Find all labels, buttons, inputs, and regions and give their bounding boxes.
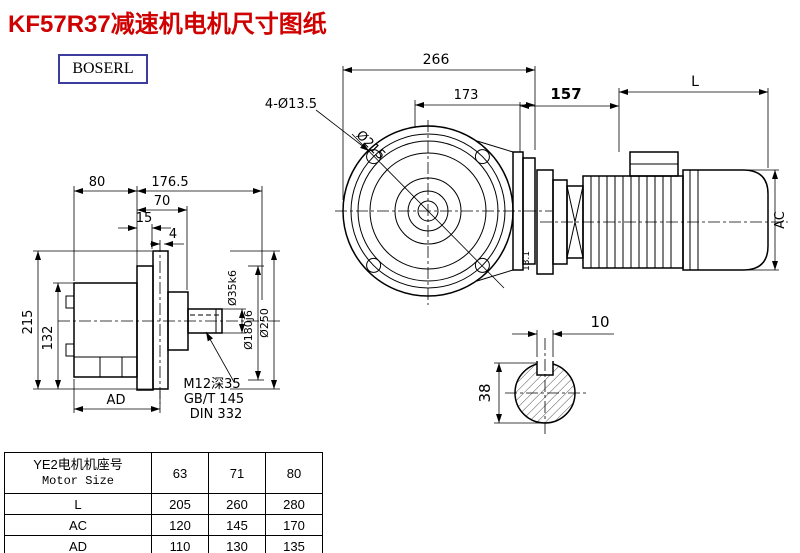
dim-label-157: 157 [550, 85, 581, 103]
dim-label-4: 4 [169, 227, 177, 242]
table-row-AC: AC 120 145 170 [4, 514, 323, 536]
dim-label-AC: AC [773, 211, 788, 229]
side-view-drawing: 80 176.5 70 15 4 215 132 [21, 175, 282, 422]
bolt-hole [474, 257, 490, 273]
dim-label-132: 132 [41, 326, 56, 351]
dim-label-70: 70 [154, 194, 171, 209]
table-header-row: YE2电机机座号 Motor Size 63 71 80 [4, 452, 323, 494]
dim-label-shaft-dia: Ø35k6 [226, 270, 239, 306]
motor-size-table: YE2电机机座号 Motor Size 63 71 80 L 205 260 2… [4, 452, 323, 553]
dim-label-15: 15 [136, 211, 153, 226]
cell-AD-71: 130 [208, 535, 266, 553]
shaft-section-view: 10 38 [476, 313, 614, 436]
cell-AC-80: 170 [265, 514, 323, 536]
row-label-AD: AD [4, 535, 152, 553]
cell-AC-63: 120 [151, 514, 209, 536]
fan-cover [682, 169, 769, 271]
flange-face-view: Ø215 13.1 266 173 4-Ø13.5 [265, 52, 552, 305]
cell-L-71: 260 [208, 493, 266, 515]
dim-label-266: 266 [423, 52, 450, 68]
dim-label-flange-dia: Ø250 [258, 308, 271, 338]
row-label-AC: AC [4, 514, 152, 536]
dim-label-spigot-dia: Ø180j6 [242, 310, 255, 350]
table-size-71: 71 [208, 452, 266, 494]
bolt-hole [366, 257, 382, 273]
cell-AC-71: 145 [208, 514, 266, 536]
cell-AD-80: 135 [265, 535, 323, 553]
dim-label-AD: AD [107, 393, 126, 408]
table-size-63: 63 [151, 452, 209, 494]
motor-fins [590, 176, 672, 268]
note-din-332: DIN 332 [190, 407, 243, 422]
dim-label-shaft-dia-38: 38 [476, 383, 494, 402]
table-header-en: Motor Size [41, 473, 114, 488]
dim-label-173: 173 [454, 88, 479, 103]
page-title: KF57R37减速机电机尺寸图纸 [8, 11, 327, 38]
cell-AD-63: 110 [151, 535, 209, 553]
table-size-80: 80 [265, 452, 323, 494]
bolt-hole [366, 149, 382, 165]
row-label-L: L [4, 493, 152, 515]
note-tap-m12: M12深35 [183, 377, 240, 392]
table-row-AD: AD 110 130 135 [4, 535, 323, 553]
brand-logo: BOSERL [58, 54, 148, 84]
brand-text: BOSERL [72, 60, 134, 77]
dim-label-80: 80 [89, 175, 106, 190]
table-row-L: L 205 260 280 [4, 493, 323, 515]
dim-label-key-width: 10 [590, 313, 609, 331]
table-header-cell: YE2电机机座号 Motor Size [4, 452, 152, 494]
cell-L-80: 280 [265, 493, 323, 515]
dim-label-176-5: 176.5 [151, 175, 188, 190]
dim-label-L: L [691, 74, 699, 90]
note-gbt-145: GB/T 145 [184, 392, 244, 407]
table-header-cn: YE2电机机座号 [33, 456, 123, 472]
dim-label-bolt-circle: Ø215 [353, 128, 388, 163]
dim-label-bolt-holes: 4-Ø13.5 [265, 97, 317, 112]
dim-label-215: 215 [21, 310, 36, 335]
bolt-hole [474, 149, 490, 165]
cell-L-63: 205 [151, 493, 209, 515]
dim-label-13-1: 13.1 [522, 251, 532, 271]
motor-side-view: 157 L AC [519, 74, 788, 275]
